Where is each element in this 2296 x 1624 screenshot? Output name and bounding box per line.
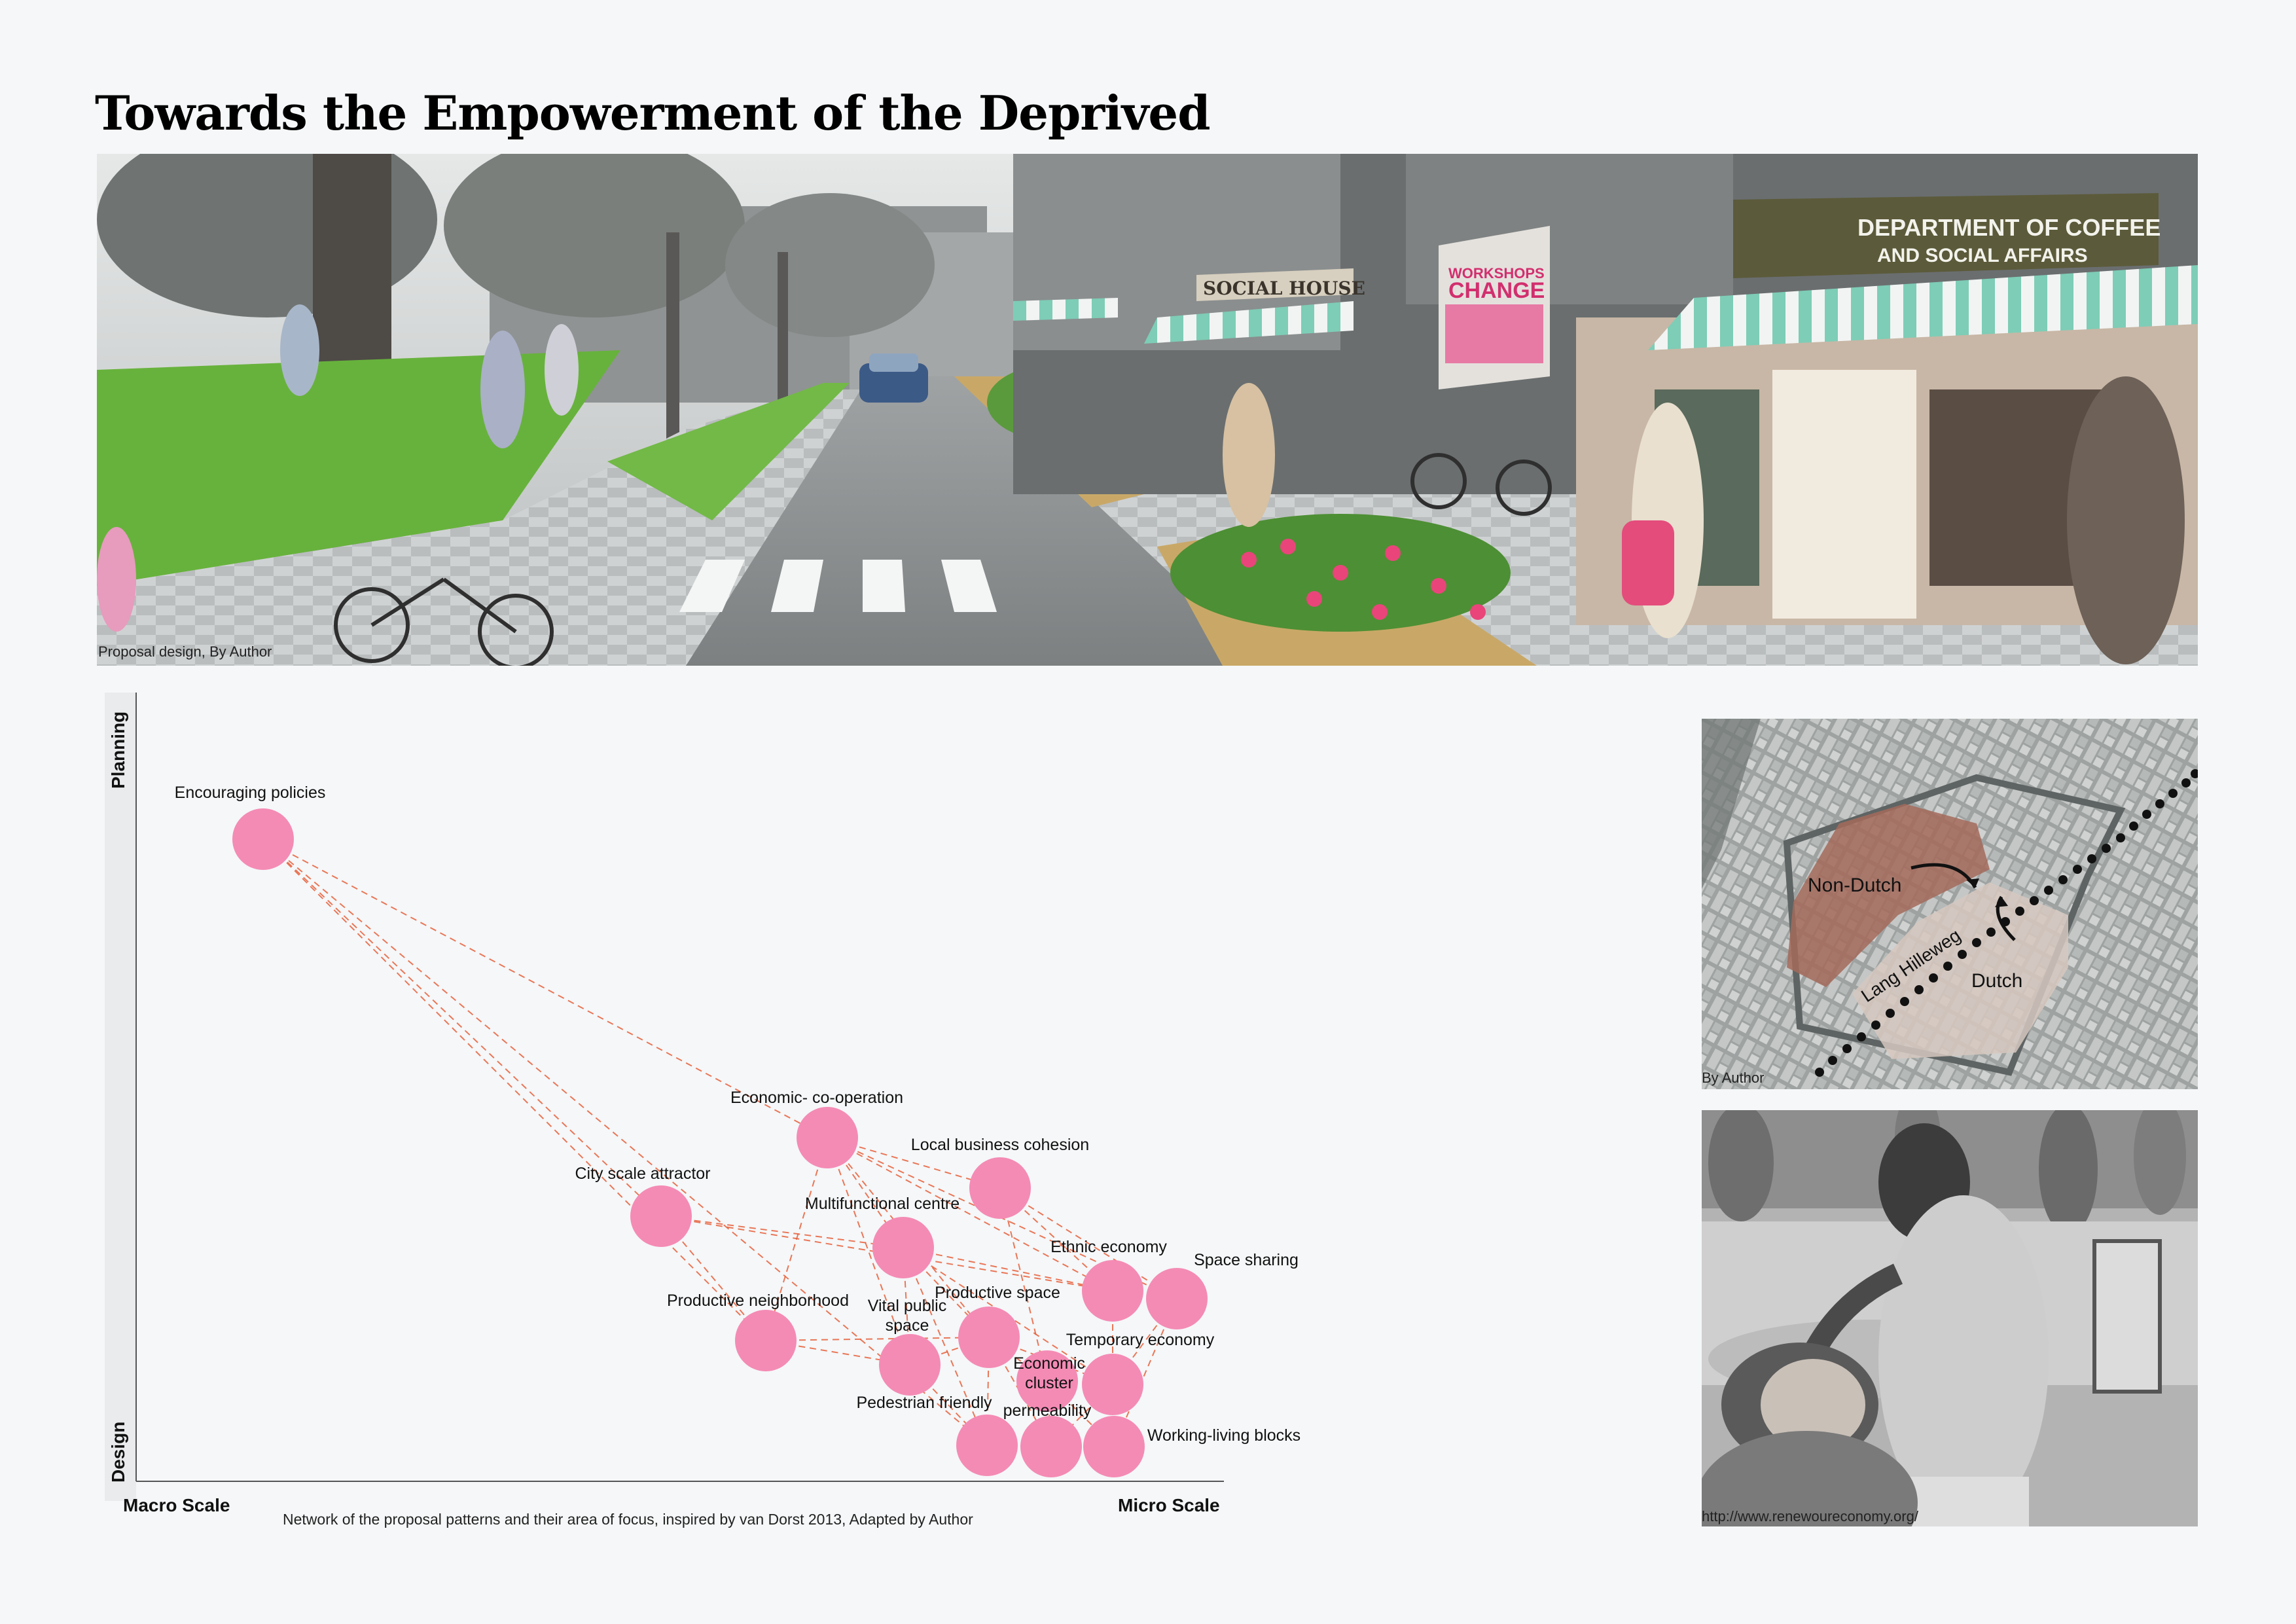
node-pedestrian xyxy=(956,1415,1018,1476)
node-ethnic xyxy=(1082,1260,1143,1322)
lang-hilleweg-dotted-route xyxy=(1815,769,2198,1077)
map-graphic: Lang Hilleweg xyxy=(1702,719,2198,1089)
shop-sign-line1: DEPARTMENT OF COFFEE xyxy=(1857,214,2161,241)
edge-econcoop-ethnic xyxy=(827,1137,1113,1291)
edge-encouraging-prodneigh xyxy=(262,839,766,1341)
dutch-label: Dutch xyxy=(1971,970,2023,992)
y-axis-band xyxy=(105,693,136,1501)
label-prodspace: Productive space xyxy=(935,1284,1060,1302)
node-cluster xyxy=(1016,1350,1078,1412)
node-localbiz xyxy=(969,1157,1031,1219)
edge-multifunc-ethnic xyxy=(903,1247,1113,1291)
page-title: Towards the Empowerment of the Deprived xyxy=(95,85,1211,141)
label-localbiz: Local business cohesion xyxy=(910,1136,1090,1154)
label-prodneigh: Productive neighborhood xyxy=(667,1291,849,1310)
edge-encouraging-cityscale xyxy=(262,839,662,1217)
non-dutch-zone xyxy=(1787,804,1990,987)
label-cluster: Economic cluster xyxy=(1013,1354,1085,1392)
hero-caption: Proposal design, By Author xyxy=(98,643,272,660)
neighbourhood-map: Lang Hilleweg Non-Dutch Dutch By Author xyxy=(1702,719,2198,1089)
node-prodneigh xyxy=(735,1310,797,1371)
shop-sign-line2: AND SOCIAL AFFAIRS xyxy=(1877,245,2088,266)
edge-localbiz-spacesharing xyxy=(999,1187,1177,1299)
label-permeability: permeability xyxy=(1003,1401,1092,1420)
label-multifunc: Multifunctional centre xyxy=(804,1195,960,1213)
photo-caption: http://www.renewoureconomy.org/ xyxy=(1702,1508,1918,1525)
street-illustration: DEPARTMENT OF COFFEE AND SOCIAL AFFAIRS … xyxy=(97,154,2198,666)
dutch-zone xyxy=(1852,882,2068,1059)
label-encouraging: Encouraging policies xyxy=(174,784,326,802)
edge-cityscale-multifunc xyxy=(660,1216,904,1248)
edge-prodneigh-prodspace xyxy=(765,1337,990,1341)
node-prodspace xyxy=(958,1307,1020,1368)
label-pedestrian: Pedestrian friendly xyxy=(856,1394,992,1412)
label-vital: Vital public space xyxy=(867,1297,947,1335)
edge-encouraging-econcoop xyxy=(262,839,828,1138)
node-econcoop xyxy=(797,1107,858,1168)
node-temporary xyxy=(1082,1354,1143,1415)
network-graph xyxy=(105,693,1224,1501)
node-permeability xyxy=(1020,1416,1082,1477)
node-cityscale xyxy=(630,1185,692,1247)
banner-line1: WORKSHOPS xyxy=(1448,265,1545,281)
label-spacesharing: Space sharing xyxy=(1194,1251,1299,1269)
x-axis-right-label: Micro Scale xyxy=(1118,1495,1220,1515)
edge-multifunc-vital xyxy=(903,1247,910,1365)
node-multifunc xyxy=(872,1217,934,1278)
node-encouraging xyxy=(232,808,294,870)
edge-multifunc-pedestrian xyxy=(903,1247,988,1446)
label-working: Working-living blocks xyxy=(1147,1426,1301,1445)
social-house-sign: SOCIAL HOUSE xyxy=(1203,278,1365,299)
x-axis-left-label: Macro Scale xyxy=(123,1495,230,1515)
y-axis-top-label: Planning xyxy=(108,711,128,789)
label-ethnic: Ethnic economy xyxy=(1050,1238,1167,1256)
label-econcoop: Economic- co-operation xyxy=(730,1089,904,1107)
photo-graphic xyxy=(1702,1110,2198,1526)
node-spacesharing xyxy=(1146,1268,1208,1329)
label-temporary: Temporary economy xyxy=(1066,1331,1215,1349)
banner-line2: CHANGE xyxy=(1448,278,1545,303)
label-cityscale: City scale attractor xyxy=(575,1164,711,1183)
non-dutch-label: Non-Dutch xyxy=(1808,875,1902,896)
pattern-network-diagram: Planning Design Macro Scale Micro Scale … xyxy=(0,681,1374,1564)
y-axis-bottom-label: Design xyxy=(108,1421,128,1483)
node-working xyxy=(1083,1416,1145,1477)
edge-econcoop-vital xyxy=(827,1137,910,1365)
community-photo: http://www.renewoureconomy.org/ xyxy=(1702,1110,2198,1526)
network-caption: Network of the proposal patterns and the… xyxy=(283,1511,973,1528)
map-caption: By Author xyxy=(1702,1070,1765,1086)
nodes-group xyxy=(232,808,1208,1477)
node-vital xyxy=(879,1334,941,1396)
hero-street-image: DEPARTMENT OF COFFEE AND SOCIAL AFFAIRS … xyxy=(97,154,2198,666)
edge-encouraging-pedestrian xyxy=(262,839,988,1446)
